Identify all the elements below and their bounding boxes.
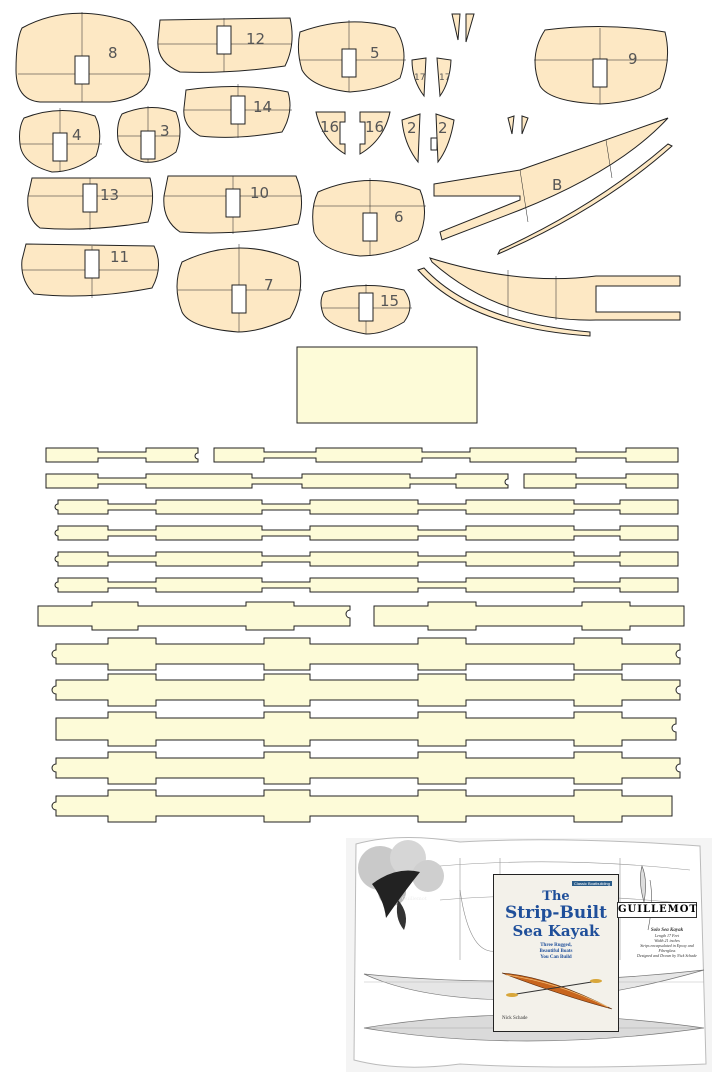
form-label-9: 9 [628, 50, 638, 68]
form-label-b: B [552, 176, 562, 194]
book-title-line2: Strip-Built [505, 903, 607, 923]
form-17-tiny-top [451, 13, 475, 43]
form-2-pair: 2 2 [401, 113, 455, 164]
book-subtitle-line3: You Can Build [540, 955, 572, 960]
form-label-16a: 16 [320, 118, 339, 136]
form-tiny-right [507, 115, 529, 135]
form-8: 8 [15, 12, 151, 103]
strongback-strips [37, 447, 685, 823]
form-stern [429, 257, 681, 321]
design-specs: Solo Sea Kayak Length 17 Feet Width 21 i… [632, 928, 702, 958]
spec-line-3: Width 21 inches [654, 938, 680, 943]
strip-row-7 [37, 601, 685, 631]
form-label-7: 7 [264, 276, 274, 294]
strip-row-11 [51, 751, 681, 785]
form-13: 13 [27, 177, 154, 230]
strip-row-2 [45, 473, 679, 489]
strip-row-12 [51, 789, 673, 823]
form-label-17b: 17 [439, 73, 450, 83]
form-7: 7 [176, 244, 302, 333]
form-label-6: 6 [394, 208, 404, 226]
form-label-2b: 2 [438, 119, 448, 137]
book-subtitle-line1: Three Rugged, [540, 943, 572, 948]
book-cover: Classic Boatbuilding The Strip-Built Sea… [493, 874, 619, 1032]
form-3: 3 [117, 106, 181, 163]
form-5: 5 [297, 20, 406, 93]
form-bow-b: B [433, 117, 669, 241]
blank-panel [296, 346, 478, 424]
form-label-12: 12 [246, 30, 265, 48]
keel-strip-lower [417, 267, 591, 337]
cover-kayak-image [501, 972, 613, 1010]
form-label-10: 10 [250, 184, 269, 202]
form-4: 4 [19, 108, 102, 173]
strip-row-8 [51, 637, 681, 671]
form-label-17a: 17 [414, 73, 425, 83]
form-label-3: 3 [160, 122, 170, 140]
design-name-badge: GUILLEMOT [617, 902, 697, 918]
spec-line-4: Strips encapsulated in Epoxy and Fibergl… [640, 943, 694, 953]
strip-row-10 [55, 711, 677, 747]
form-label-2a: 2 [407, 119, 417, 137]
tree-logo [358, 840, 444, 930]
form-label-13: 13 [100, 186, 119, 204]
form-label-5: 5 [370, 44, 380, 62]
form-label-8: 8 [108, 44, 118, 62]
form-12: 12 [157, 17, 293, 73]
strip-row-6 [54, 577, 679, 593]
form-11: 11 [21, 243, 159, 298]
form-15: 15 [320, 284, 412, 335]
strip-row-1 [45, 447, 679, 463]
strip-row-5 [54, 551, 679, 567]
form-10: 10 [163, 175, 302, 234]
spec-line-5: Designed and Drawn by Nick Schade [637, 953, 697, 958]
strip-row-3 [54, 499, 679, 515]
book-subtitle-line2: Beautiful Boats [539, 949, 573, 954]
book-series-tag: Classic Boatbuilding [571, 881, 612, 886]
station-forms: 8 12 5 9 [15, 12, 681, 337]
strip-row-9 [51, 673, 681, 707]
keel-strip-upper [496, 143, 673, 256]
book-title-line3: Sea Kayak [512, 922, 600, 940]
form-label-11: 11 [110, 248, 129, 266]
logo-text: Guillemot [402, 896, 427, 902]
form-6: 6 [312, 178, 426, 257]
form-label-15: 15 [380, 292, 399, 310]
form-9: 9 [534, 25, 669, 105]
strip-row-4 [54, 525, 679, 541]
form-label-16b: 16 [365, 118, 384, 136]
form-14: 14 [183, 84, 292, 138]
form-label-4: 4 [72, 126, 82, 144]
form-17-pair: 17 17 [411, 57, 452, 98]
spec-line-2: Length 17 Feet [654, 933, 680, 938]
book-author: Nick Schade [502, 1016, 528, 1021]
form-16-pair: 16 16 [315, 111, 391, 155]
form-label-14: 14 [253, 98, 272, 116]
book-title-line1: The [542, 889, 570, 904]
spec-line-1: Solo Sea Kayak [650, 928, 684, 933]
